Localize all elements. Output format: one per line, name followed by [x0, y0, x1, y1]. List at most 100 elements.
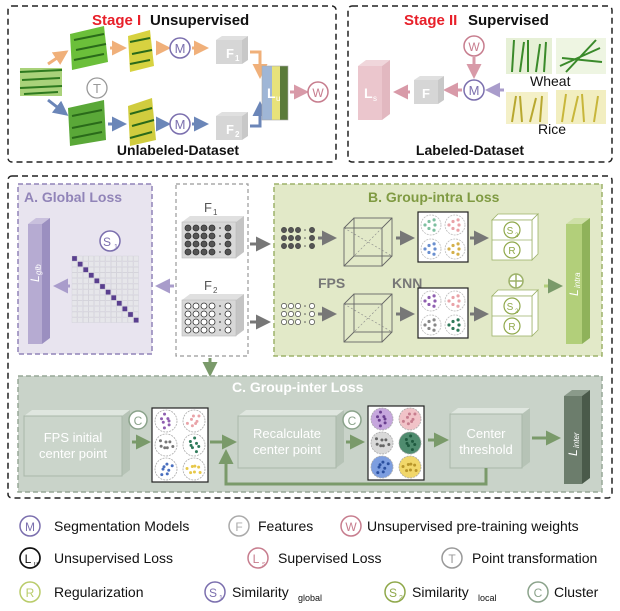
cluster-point: [406, 463, 410, 467]
wheat-image: [506, 38, 606, 74]
cluster-point: [161, 467, 165, 471]
cluster-point: [383, 417, 387, 421]
feature-dot: [295, 319, 301, 325]
cluster-point: [447, 323, 451, 327]
svg-text:L: L: [28, 275, 42, 282]
legend-sup-loss: L s Supervised Loss: [247, 547, 382, 569]
matrix-cell: [83, 317, 89, 323]
cluster-point: [427, 226, 431, 231]
ellipsis-dot: [219, 305, 221, 307]
svg-text:L: L: [566, 449, 580, 456]
matrix-cell: [77, 278, 83, 284]
ellipsis-dot: [219, 329, 221, 331]
matrix-cell: [116, 311, 122, 318]
matrix-cell: [133, 267, 139, 273]
cluster-point: [407, 412, 411, 416]
legend-weights: W Unsupervised pre-training weights: [340, 515, 579, 537]
matrix-cell: [83, 300, 89, 306]
matrix-cell: [127, 283, 134, 290]
cluster-point: [451, 250, 455, 255]
feature-dot: [192, 224, 200, 232]
similarity-matrix: [71, 255, 139, 323]
cluster-point: [163, 446, 167, 450]
svg-text:u: u: [276, 94, 280, 103]
svg-text:T: T: [448, 552, 456, 566]
cluster-point: [410, 420, 414, 424]
cluster-point: [380, 438, 384, 442]
group-intra-title: B. Group-intra Loss: [368, 189, 500, 205]
cluster-point: [409, 462, 413, 466]
svg-text:S: S: [209, 586, 217, 600]
cluster-point: [188, 440, 192, 444]
global-loss-title: A. Global Loss: [24, 189, 122, 205]
cluster-point: [381, 470, 385, 474]
supervised-loss-block: L s: [358, 60, 390, 120]
similarity-local-icon: [503, 297, 521, 315]
cluster-point: [451, 326, 455, 331]
matrix-cell: [127, 317, 134, 323]
regularization-icon: [503, 241, 521, 259]
matrix-cell: [116, 295, 122, 301]
matrix-cell: [83, 289, 89, 295]
matrix-cell: [77, 317, 83, 323]
matrix-diagonal-cell: [83, 267, 89, 273]
matrix-cell: [127, 255, 134, 262]
feature-dot: [192, 240, 200, 248]
cluster-region: [370, 431, 394, 455]
ellipsis-dot: [219, 227, 221, 229]
cluster-point: [379, 410, 383, 414]
svg-text:C: C: [534, 586, 543, 600]
matrix-cell: [88, 283, 94, 290]
cluster-point: [411, 417, 415, 421]
svg-text:1: 1: [213, 208, 218, 217]
matrix-cell: [94, 261, 100, 267]
matrix-cell: [111, 278, 117, 284]
matrix-cell: [83, 306, 89, 312]
svg-text:center point: center point: [253, 442, 321, 457]
svg-text:R: R: [26, 586, 35, 600]
cluster-point: [401, 464, 405, 468]
cluster-region: [370, 455, 394, 479]
svg-text:center point: center point: [39, 446, 107, 461]
feature-dot: [288, 243, 294, 249]
cluster-point: [413, 443, 417, 447]
svg-text:Unsupervised pre-training weig: Unsupervised pre-training weights: [367, 518, 579, 534]
matrix-cell: [71, 289, 78, 295]
feature-dot: [208, 224, 216, 232]
matrix-cell: [127, 272, 134, 278]
matrix-diagonal-cell: [71, 255, 78, 262]
cluster-point: [432, 252, 436, 256]
stage2-panel: Stage II Supervised W M Wheat Rice: [347, 5, 613, 163]
cluster-point: [166, 417, 170, 421]
matrix-cell: [122, 261, 128, 267]
cluster-point: [451, 302, 455, 307]
matrix-cell: [133, 311, 139, 318]
legend-segmentation: M Segmentation Models: [19, 515, 189, 537]
matrix-cell: [116, 283, 122, 290]
cube-back: [353, 217, 393, 257]
matrix-cell: [94, 255, 100, 262]
matrix-cell: [83, 261, 89, 267]
cluster-point: [170, 464, 174, 468]
cluster-point: [427, 302, 431, 307]
matrix-cell: [88, 267, 94, 273]
plant-augmented-top-b: [128, 30, 154, 72]
cluster-point: [167, 468, 171, 472]
cluster-point: [451, 319, 455, 324]
cube-edge: [381, 255, 393, 267]
matrix-cell: [122, 278, 128, 284]
f1-label: F: [204, 200, 212, 215]
matrix-cell: [133, 295, 139, 301]
matrix-cell: [111, 255, 117, 262]
matrix-cell: [99, 311, 106, 318]
segmentation-model-icon-bottom: M: [169, 113, 191, 135]
svg-text:Similarity: Similarity: [232, 584, 289, 600]
matrix-cell: [71, 278, 78, 284]
labeled-dataset-label: Labeled-Dataset: [416, 142, 524, 158]
matrix-cell: [105, 306, 111, 312]
cluster-point: [195, 419, 199, 423]
matrix-cell: [127, 306, 134, 312]
cluster-point: [413, 412, 417, 416]
cluster-point: [194, 450, 198, 454]
